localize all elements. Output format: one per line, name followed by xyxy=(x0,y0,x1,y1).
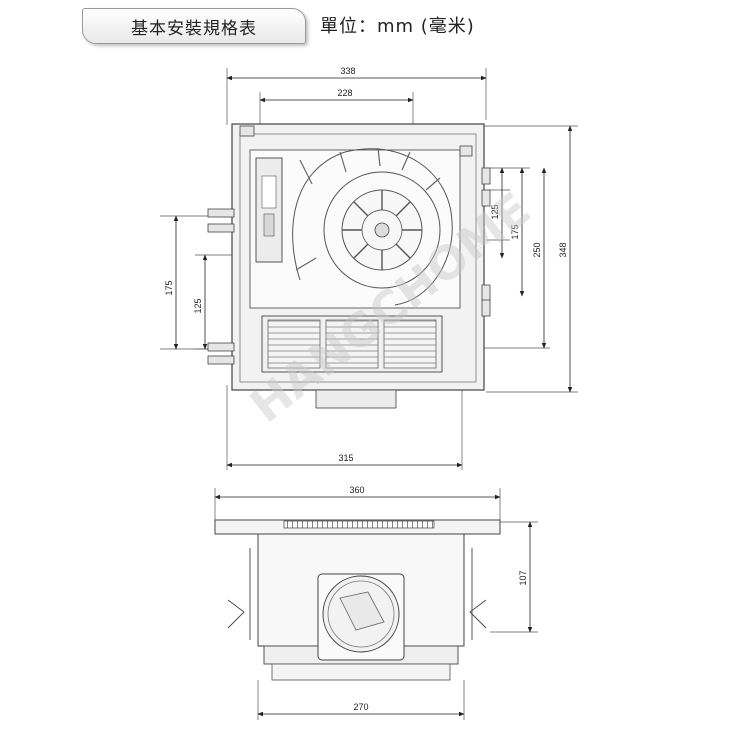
dim-right-175: 175 xyxy=(510,224,520,239)
side-dimension-lines xyxy=(214,494,533,717)
control-box xyxy=(255,157,283,263)
dim-flange-width: 360 xyxy=(349,485,364,495)
side-view xyxy=(214,488,538,720)
dimension-labels: 338 228 315 125 175 250 348 175 125 360 … xyxy=(164,66,568,712)
side-brackets xyxy=(227,548,487,640)
dim-right-250: 250 xyxy=(532,242,542,257)
duct-collar xyxy=(315,389,397,409)
unit-label: 單位：mm (毫米) xyxy=(320,16,475,37)
dim-left-125: 125 xyxy=(193,298,203,313)
dim-left-175: 175 xyxy=(164,280,174,295)
dim-height: 107 xyxy=(518,570,528,585)
dim-inner-width: 228 xyxy=(337,88,352,98)
dim-right-125: 125 xyxy=(490,204,500,219)
fan-guide-vanes xyxy=(295,147,441,271)
spec-table-title: 基本安裝規格表 xyxy=(82,8,306,44)
dim-overall-width: 338 xyxy=(340,66,355,76)
mounting-tabs xyxy=(207,125,491,365)
dim-body-width: 270 xyxy=(353,702,368,712)
dim-bottom-width: 315 xyxy=(338,453,353,463)
damper-flap xyxy=(339,591,385,631)
fan-wheel xyxy=(323,171,441,289)
dim-overall-depth: 348 xyxy=(558,242,568,257)
dimension-lines xyxy=(173,75,573,468)
top-view xyxy=(160,68,578,470)
